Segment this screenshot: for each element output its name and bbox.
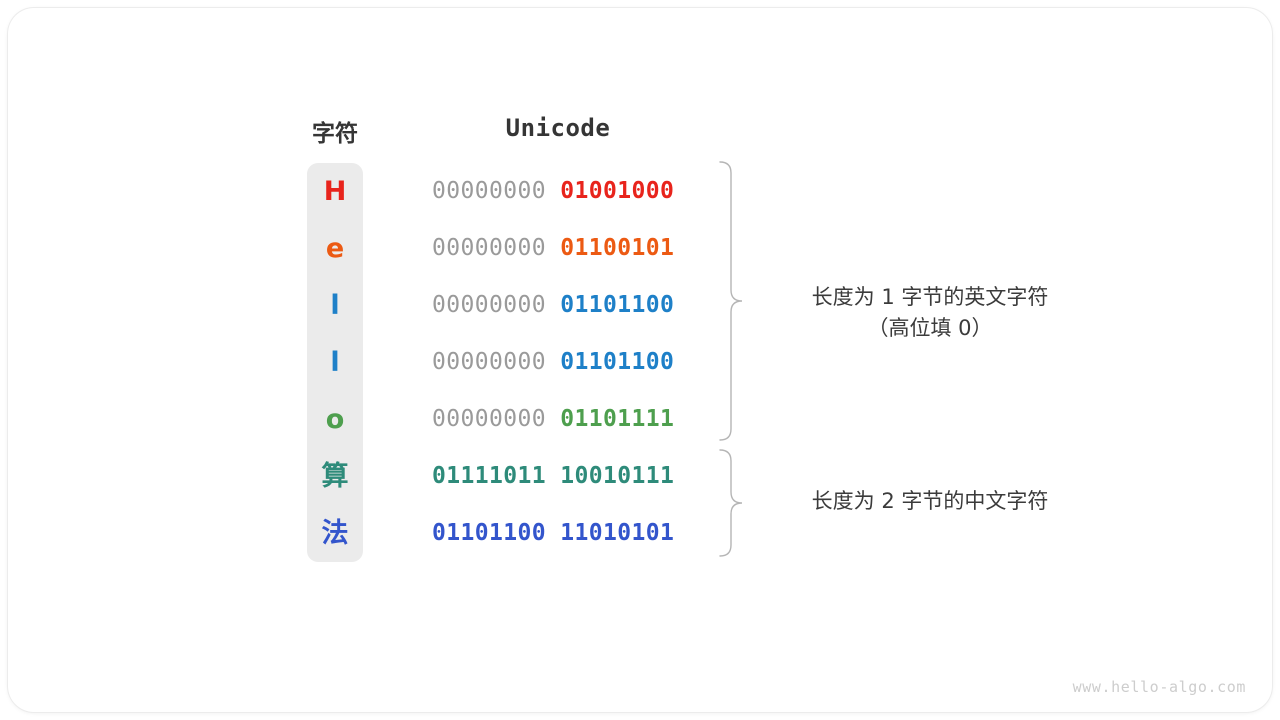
row-character: o — [325, 404, 345, 435]
row-unicode-bits: 00000000 01001000 — [432, 163, 684, 220]
bits-low-byte: 01101111 — [560, 406, 675, 432]
table-row: l 00000000 01101100 — [0, 334, 1280, 391]
bits-low-byte: 10010111 — [560, 463, 675, 489]
row-unicode-bits: 00000000 01101111 — [432, 391, 684, 448]
character-column-background — [307, 163, 363, 562]
table-row: 算 01111011 10010111 — [0, 448, 1280, 505]
row-character: H — [323, 176, 347, 207]
bits-high-byte: 00000000 — [432, 406, 546, 432]
bits-high-byte: 01101100 — [432, 520, 546, 546]
bits-high-byte: 00000000 — [432, 292, 546, 318]
bits-low-byte: 01101100 — [560, 292, 675, 318]
row-unicode-bits: 00000000 01101100 — [432, 277, 684, 334]
bits-separator — [546, 406, 560, 432]
row-unicode-bits: 00000000 01100101 — [432, 220, 684, 277]
bits-separator — [546, 292, 560, 318]
row-character: e — [325, 233, 345, 264]
bits-high-byte: 00000000 — [432, 178, 546, 204]
bits-separator — [546, 520, 560, 546]
bits-low-byte: 11010101 — [560, 520, 675, 546]
row-character: 算 — [321, 461, 349, 492]
row-character: l — [330, 347, 340, 378]
column-header-unicode: Unicode — [505, 114, 611, 142]
annotation-double-byte: 长度为 2 字节的中文字符 — [811, 489, 1049, 513]
bits-separator — [546, 463, 560, 489]
table-row: o 00000000 01101111 — [0, 391, 1280, 448]
table-row: 法 01101100 11010101 — [0, 505, 1280, 562]
table-row: l 00000000 01101100 — [0, 277, 1280, 334]
column-header-character: 字符 — [312, 120, 358, 146]
bits-separator — [546, 235, 560, 261]
bits-high-byte: 01111011 — [432, 463, 546, 489]
bits-low-byte: 01100101 — [560, 235, 675, 261]
table-row: e 00000000 01100101 — [0, 220, 1280, 277]
row-unicode-bits: 01111011 10010111 — [432, 448, 684, 505]
bits-separator — [546, 178, 560, 204]
diagram-card — [8, 8, 1272, 712]
table-row: H 00000000 01001000 — [0, 163, 1280, 220]
bits-high-byte: 00000000 — [432, 235, 546, 261]
watermark-url: www.hello-algo.com — [1072, 678, 1246, 696]
bits-low-byte: 01001000 — [560, 178, 675, 204]
bits-low-byte: 01101100 — [560, 349, 675, 375]
row-unicode-bits: 01101100 11010101 — [432, 505, 684, 562]
row-unicode-bits: 00000000 01101100 — [432, 334, 684, 391]
bits-separator — [546, 349, 560, 375]
row-character: 法 — [321, 518, 349, 549]
row-character: l — [330, 290, 340, 321]
annotation-single-byte: 长度为 1 字节的英文字符 （高位填 0） — [811, 285, 1049, 340]
bits-high-byte: 00000000 — [432, 349, 546, 375]
